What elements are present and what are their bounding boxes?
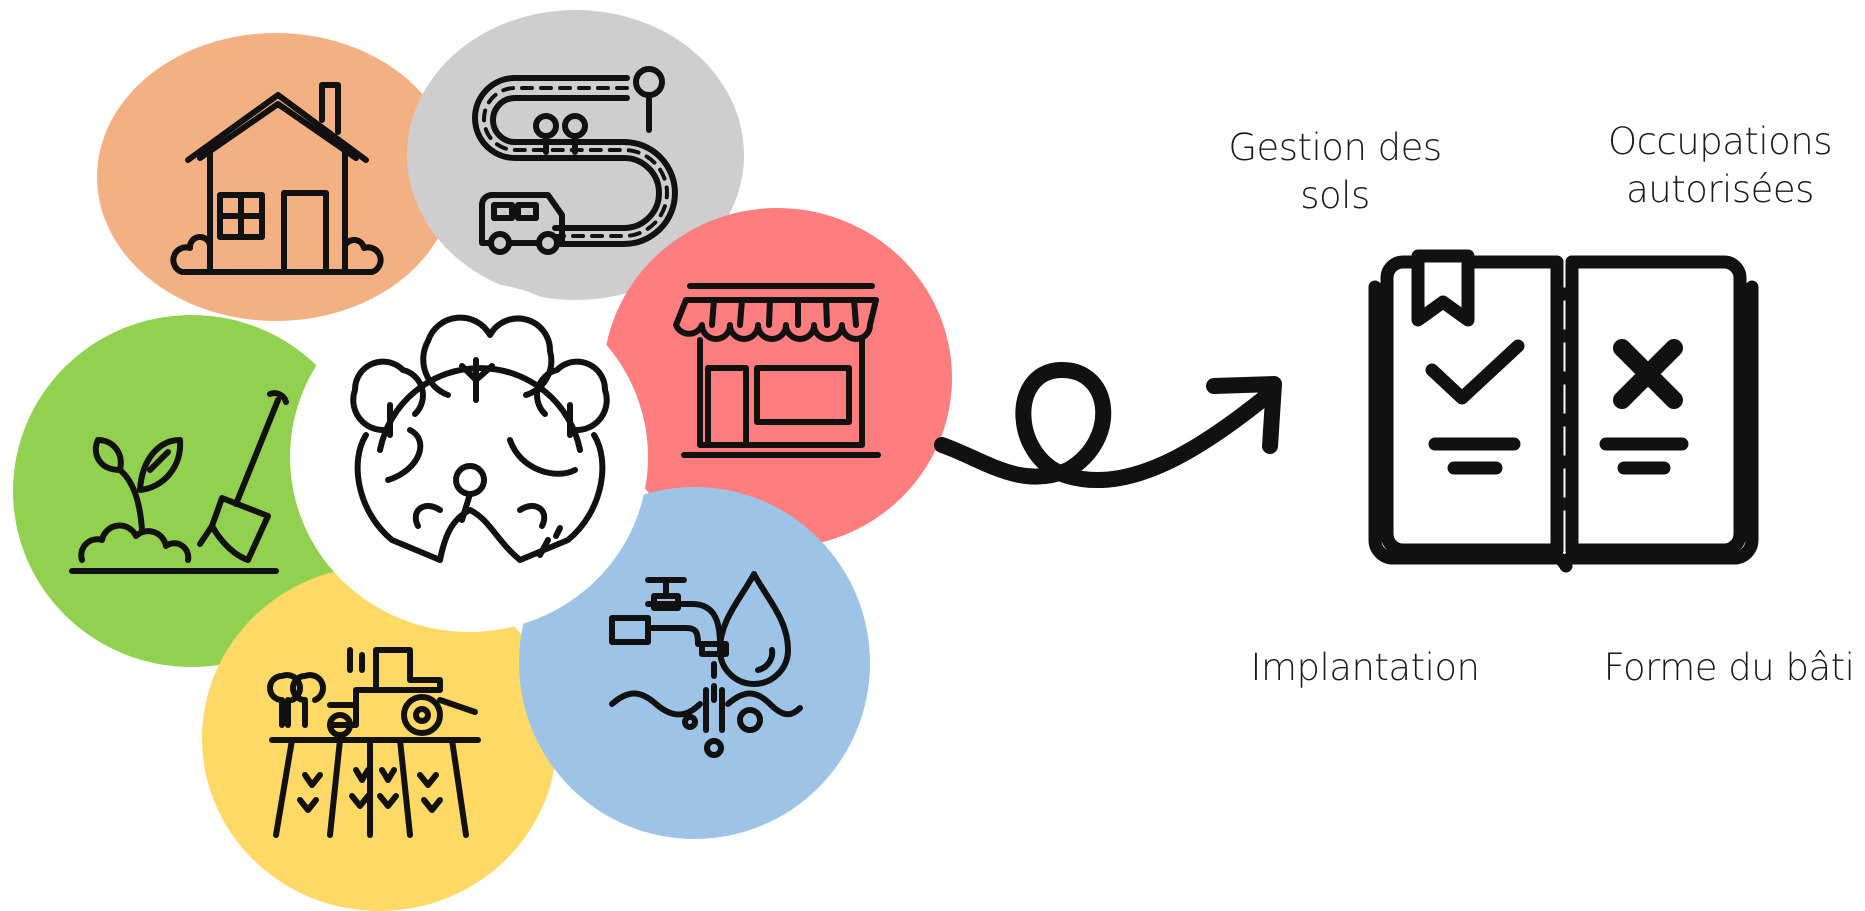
label-implantation: Implantation (1250, 646, 1480, 689)
label-gestion-des-sols: Gestion des sols (1228, 126, 1442, 217)
circle-environment (290, 282, 648, 632)
shop-icon (673, 283, 881, 458)
arrow-icon (934, 361, 1282, 488)
house-icon (170, 82, 384, 275)
open-book-checklist-icon (1368, 249, 1759, 573)
hands-globe-trees-icon (350, 314, 610, 563)
plant-shovel-icon (69, 390, 289, 574)
label-forme-du-bati: Forme du bâti (1603, 646, 1855, 689)
road-vehicle-icon (472, 66, 678, 255)
tractor-field-icon (267, 647, 481, 838)
water-tap-icon (609, 571, 803, 758)
label-occupations-autorisees: Occupations autorisées (1607, 120, 1833, 211)
